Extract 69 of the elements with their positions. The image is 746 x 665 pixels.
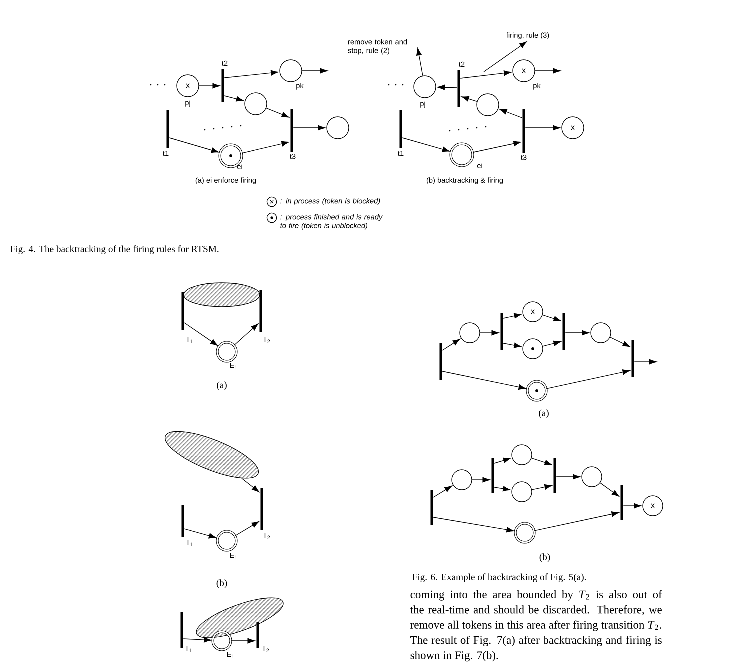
arrow	[235, 521, 260, 536]
place-circle	[522, 338, 544, 360]
arrow	[183, 637, 212, 643]
arrow	[199, 83, 220, 89]
arrow	[500, 109, 523, 118]
arrow	[169, 138, 220, 154]
arrow	[472, 477, 490, 483]
place-circle	[460, 322, 480, 344]
figure-caption: Fig. 6. Example of backtracking of Fig. 5(a).	[412, 574, 586, 582]
arrow	[293, 125, 326, 131]
body-paragraph: coming into the area bounded by T$_{2}$ is also out of the real-time and should be discarded. Therefore, we remove all tokens in this area after firing transition T$_{2}$. The result of Fig. 7(a) after backtracking and firing is shown in Fig. 7(b).	[410, 590, 662, 662]
arrow	[542, 314, 562, 322]
arrow	[302, 68, 328, 74]
arrow	[184, 528, 216, 539]
arrow	[480, 330, 500, 336]
place-circle	[514, 522, 536, 544]
arrow	[462, 96, 478, 102]
arrow	[525, 125, 560, 131]
figure-caption: Fig. 4. The backtracking of the firing rules for RTSM.	[10, 246, 219, 254]
place-circle	[326, 116, 350, 140]
transition-bar	[440, 343, 442, 380]
arrow	[234, 324, 259, 346]
arrow	[230, 638, 256, 644]
arrow	[494, 458, 512, 464]
arrow	[416, 48, 424, 76]
place-circle	[590, 322, 612, 344]
arrow	[634, 359, 657, 365]
place-circle	[526, 380, 548, 402]
arrow	[184, 322, 218, 346]
arrow	[433, 486, 452, 498]
place-circle	[476, 94, 500, 116]
arrow	[494, 486, 511, 492]
arrow	[556, 474, 580, 480]
hatched-ellipse	[184, 282, 260, 308]
arrow	[484, 42, 528, 72]
arrow	[242, 141, 290, 154]
arrow	[565, 330, 590, 336]
arrow	[438, 84, 458, 90]
subfigure-caption: (a)	[217, 382, 227, 390]
arrow	[610, 337, 630, 348]
place-circle	[512, 482, 532, 502]
arrow	[224, 96, 244, 102]
arrow	[242, 478, 260, 492]
arrow	[542, 340, 562, 347]
arrow	[531, 458, 552, 466]
arrow	[534, 512, 620, 532]
arrow	[460, 70, 512, 79]
arrow	[402, 138, 450, 152]
subfigure-caption: (a)	[539, 410, 549, 418]
arrow	[442, 339, 460, 351]
arrow	[503, 313, 522, 319]
transition-bar	[430, 490, 434, 525]
arrow	[472, 141, 522, 153]
arrow	[623, 503, 642, 509]
arrow	[532, 484, 552, 490]
arrow	[535, 68, 561, 74]
arrow	[600, 482, 620, 497]
arrow	[442, 371, 526, 390]
place-circle	[452, 470, 472, 490]
arrow	[546, 370, 630, 390]
place-circle	[512, 444, 532, 466]
subfigure-caption: (b)	[540, 554, 550, 562]
place-circle	[582, 466, 602, 488]
arrow	[266, 108, 290, 118]
arrow	[224, 70, 279, 78]
place-circle	[244, 92, 268, 116]
subfigure-caption: (b)	[216, 580, 228, 588]
arrow	[503, 342, 522, 348]
arrow	[433, 517, 514, 533]
